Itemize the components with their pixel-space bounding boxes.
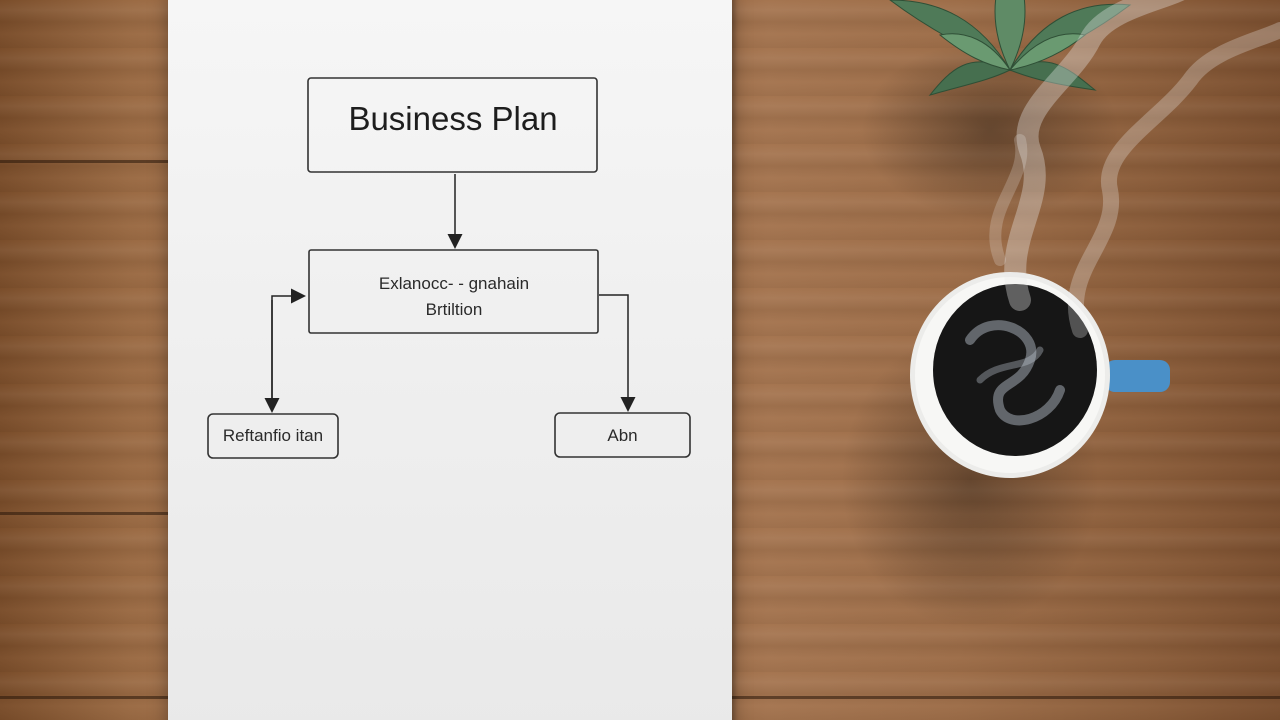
left-box-label: Reftanfio itan [222,426,324,445]
connector-left-to-middle [271,288,306,410]
wood-plank-seam [0,160,170,163]
left-box [207,413,339,459]
right-box-label: Abn [607,426,638,445]
succulent-plant [889,0,1132,96]
coffee-mug [910,272,1170,478]
right-box [554,412,691,458]
paper-sheet [168,0,732,720]
steam [989,0,1280,338]
wood-plank-seam [0,512,170,515]
middle-box [308,249,599,334]
diagram-title: Business Plan [348,100,558,137]
middle-box-label-line-1: Exlanocc- - gnahain [378,274,530,293]
middle-box-label-line-2: Brtiltion [425,300,483,319]
title-box [307,77,598,173]
connector-middle-to-right [599,294,636,412]
